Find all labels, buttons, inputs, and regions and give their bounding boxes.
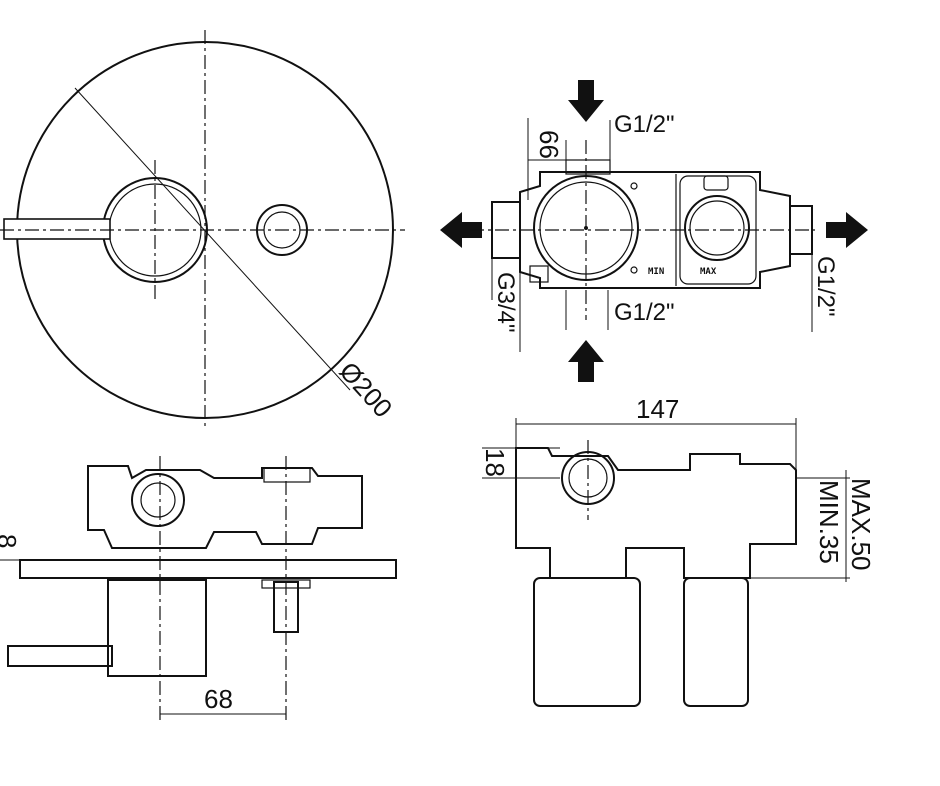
dim-8-label: 8 bbox=[0, 534, 22, 548]
lever-handle bbox=[3, 218, 111, 240]
diverter-cartridge-inner bbox=[689, 200, 745, 256]
dim-max50-label: MAX.50 bbox=[846, 478, 876, 571]
diverter-cartridge-outer bbox=[684, 195, 750, 261]
top-port-stub bbox=[565, 159, 611, 175]
valve-body-outline bbox=[519, 171, 791, 289]
diameter-label: Ø200 bbox=[334, 356, 399, 423]
diameter-leader bbox=[74, 87, 351, 391]
dim-g34-label: G3/4" bbox=[492, 272, 519, 333]
handle-sleeve bbox=[107, 579, 207, 677]
plan-view: MIN MAX 66 G1/2" G1/2" G3/4" G1/2" bbox=[440, 80, 868, 382]
dim-g12-top-label: G1/2" bbox=[614, 111, 675, 138]
dim-min35-label: MIN.35 bbox=[814, 480, 844, 564]
dim-g12-bottom-label: G1/2" bbox=[614, 299, 675, 326]
screw-hole-bottom bbox=[630, 266, 638, 274]
diverter-compartment bbox=[679, 175, 757, 285]
elevation-body-outline bbox=[515, 447, 797, 579]
side-port-inner bbox=[140, 482, 176, 518]
side-cartridge-cap bbox=[263, 467, 311, 483]
side-view: 68 8 bbox=[0, 456, 397, 720]
front-view: Ø200 bbox=[0, 30, 405, 428]
arrow-right-icon bbox=[826, 212, 868, 248]
max-mark-label: MAX bbox=[700, 267, 717, 277]
outlet-nub bbox=[529, 265, 549, 283]
arrow-left-icon bbox=[440, 212, 482, 248]
dim-18-label: 18 bbox=[480, 448, 510, 477]
arrow-up-icon bbox=[568, 340, 604, 382]
knob-collar bbox=[261, 579, 311, 589]
min-mark-label: MIN bbox=[648, 267, 664, 277]
handle-lever-side bbox=[7, 645, 113, 667]
dim-147-label: 147 bbox=[636, 394, 679, 424]
side-port-outer bbox=[131, 473, 185, 527]
dim-68-label: 68 bbox=[204, 684, 233, 714]
dim-g12-right-label: G1/2" bbox=[812, 256, 839, 317]
side-body-outline bbox=[87, 465, 363, 549]
diverter-sleeve bbox=[683, 577, 749, 707]
diverter-clip bbox=[703, 175, 729, 191]
elevation-view: 147 18 MAX.50 MIN.35 bbox=[480, 394, 876, 707]
arrow-down-icon bbox=[568, 80, 604, 122]
cover-plate-profile bbox=[19, 559, 397, 579]
knob-stem bbox=[273, 581, 299, 633]
dim-66-label: 66 bbox=[534, 130, 564, 159]
mixer-sleeve bbox=[533, 577, 641, 707]
screw-hole-top bbox=[630, 182, 638, 190]
